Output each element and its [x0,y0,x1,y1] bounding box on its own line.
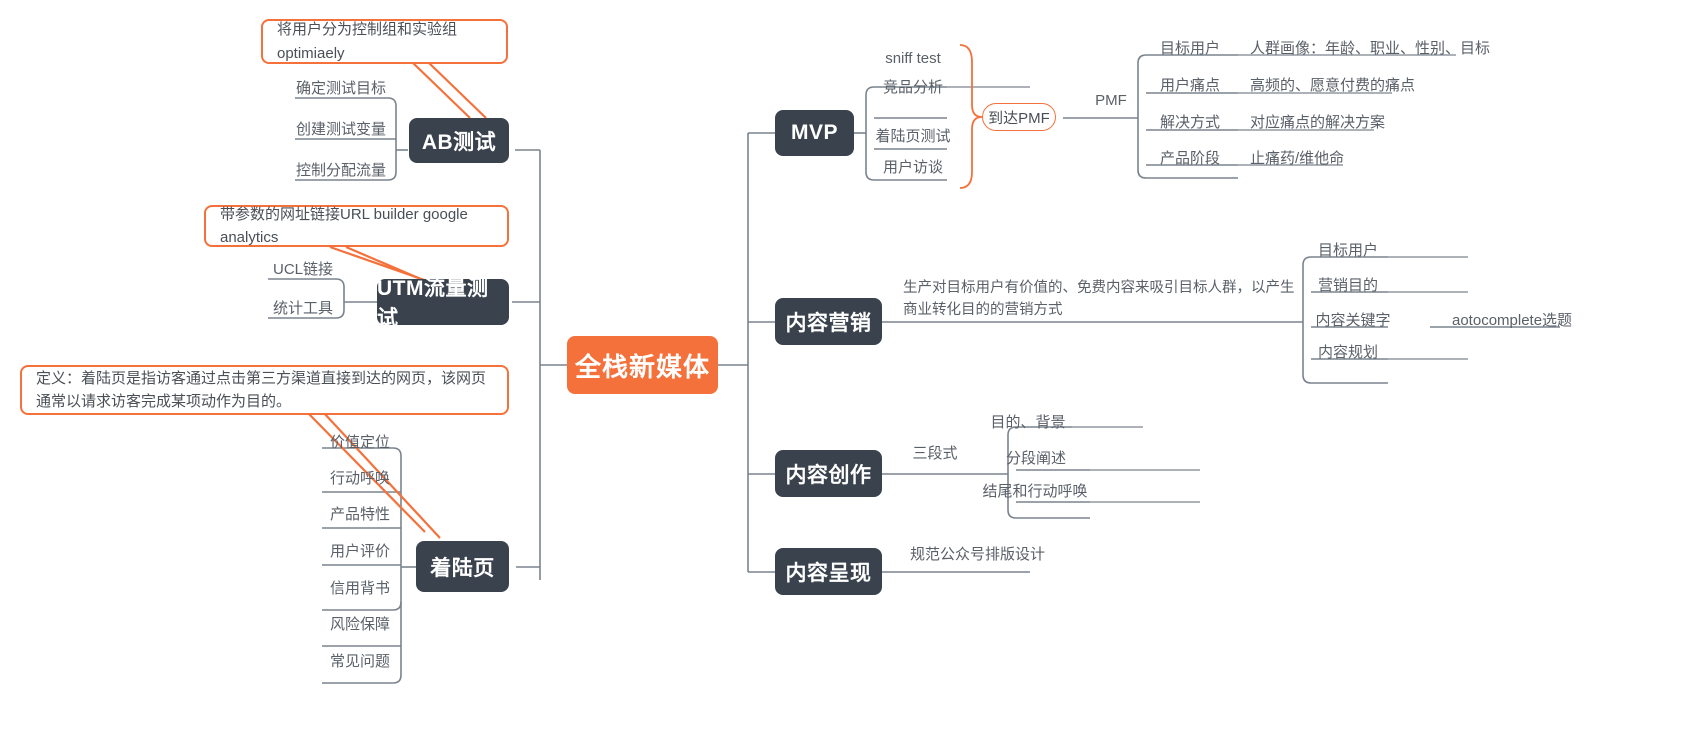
callout-ab-test: 将用户分为控制组和实验组 optimiaely [261,19,508,64]
leaf-cc-1[interactable]: 分段阐述 [985,446,1087,468]
callout-utm-text: 带参数的网址链接URL builder google analytics [220,205,468,246]
leaf-ab-test-1[interactable]: 创建测试变量 [289,117,393,139]
topic-utm[interactable]: UTM流量测试 [377,277,509,330]
pill-reach-pmf-label: 到达PMF [988,109,1050,127]
pmf-row-1-key[interactable]: 用户痛点 [1144,73,1236,95]
leaf-label: 创建测试变量 [295,120,386,138]
leaf-landing-3[interactable]: 用户评价 [320,539,400,561]
leaf-label: PMF [1095,91,1127,109]
pmf-row-3-key[interactable]: 产品阶段 [1144,146,1236,168]
leaf-label: aotocomplete选题 [1452,311,1573,329]
leaf-label: 价值定位 [329,433,390,451]
topic-ab-test-label: AB测试 [421,130,497,154]
note-content-creation: 三段式 [905,441,965,463]
leaf-cm-2[interactable]: 内容关键字 [1308,308,1398,330]
topic-mvp[interactable]: MVP [775,110,854,156]
callout-landing-page-text: 定义：着陆页是指访客通过点击第三方渠道直接到达的网页，该网页通常以请求访客完成某… [36,369,487,410]
leaf-label: 人群画像：年龄、职业、性别、目标 [1250,39,1491,57]
leaf-label: 目标用户 [1317,241,1378,259]
leaf-landing-4[interactable]: 信用背书 [320,576,400,598]
topic-content-presentation[interactable]: 内容呈现 [775,548,882,595]
note-text: 规范公众号排版设计 [910,545,1046,563]
pill-reach-pmf[interactable]: 到达PMF [982,103,1056,131]
note-text: 三段式 [912,444,958,462]
label-pmf[interactable]: PMF [1085,89,1137,111]
leaf-label: 着陆页测试 [875,127,951,145]
leaf-mvp-0[interactable]: sniff test [868,47,958,69]
leaf-label: 统计工具 [272,299,333,317]
leaf-cm-2-detail[interactable]: aotocomplete选题 [1452,308,1652,330]
callout-ab-test-text: 将用户分为控制组和实验组 optimiaely [277,21,458,62]
leaf-cm-1[interactable]: 营销目的 [1308,273,1388,295]
topic-content-presentation-label: 内容呈现 [785,561,872,585]
root-label: 全栈新媒体 [574,351,710,382]
note-content-marketing: 生产对目标用户有价值的、免费内容来吸引目标人群，以产生商业转化目的的营销方式 [903,278,1303,320]
leaf-label: UCL链接 [272,260,333,278]
callout-utm: 带参数的网址链接URL builder google analytics [204,205,509,247]
leaf-label: 常见问题 [329,652,390,670]
leaf-utm-0[interactable]: UCL链接 [263,257,343,279]
leaf-label: 行动呼唤 [329,469,390,487]
note-text: 生产对目标用户有价值的、免费内容来吸引目标人群，以产生商业转化目的的营销方式 [903,280,1295,318]
leaf-label: 高频的、愿意付费的痛点 [1250,76,1416,94]
leaf-label: 控制分配流量 [295,161,386,179]
leaf-mvp-3[interactable]: 用户访谈 [868,155,958,177]
note-content-presentation: 规范公众号排版设计 [910,542,1110,564]
callout-landing-page: 定义：着陆页是指访客通过点击第三方渠道直接到达的网页，该网页通常以请求访客完成某… [20,365,509,415]
topic-landing-page-label: 着陆页 [430,556,495,580]
topic-content-creation-label: 内容创作 [785,463,872,487]
leaf-landing-1[interactable]: 行动呼唤 [320,466,400,488]
leaf-label: 目标用户 [1159,39,1220,57]
leaf-ab-test-0[interactable]: 确定测试目标 [289,76,393,98]
leaf-label: 内容关键字 [1315,311,1391,329]
leaf-landing-2[interactable]: 产品特性 [320,502,400,524]
topic-content-marketing[interactable]: 内容营销 [775,298,882,345]
leaf-label: 用户访谈 [882,158,943,176]
leaf-landing-0[interactable]: 价值定位 [320,430,400,452]
leaf-cc-2[interactable]: 结尾和行动呼唤 [973,479,1097,501]
topic-content-creation[interactable]: 内容创作 [775,450,882,497]
leaf-mvp-1[interactable]: 竞品分析 [868,75,958,97]
leaf-label: 用户痛点 [1159,76,1220,94]
leaf-label: 解决方式 [1159,113,1220,131]
topic-landing-page[interactable]: 着陆页 [416,541,509,592]
leaf-label: 信用背书 [329,579,390,597]
leaf-label: 确定测试目标 [295,79,386,97]
leaf-label: 止痛药/维他命 [1250,149,1345,167]
topic-mvp-label: MVP [790,121,838,144]
leaf-landing-6[interactable]: 常见问题 [320,649,400,671]
pmf-row-0-value[interactable]: 人群画像：年龄、职业、性别、目标 [1250,36,1550,58]
pmf-row-0-key[interactable]: 目标用户 [1144,36,1236,58]
leaf-label: 竞品分析 [882,78,943,96]
leaf-label: 产品特性 [329,505,390,523]
leaf-label: 内容规划 [1317,343,1378,361]
leaf-cm-3[interactable]: 内容规划 [1308,340,1388,362]
root-node[interactable]: 全栈新媒体 [567,336,718,394]
leaf-label: 结尾和行动呼唤 [982,482,1088,500]
leaf-ab-test-2[interactable]: 控制分配流量 [289,158,393,180]
topic-utm-label: UTM流量测试 [377,277,489,330]
leaf-label: 营销目的 [1317,276,1378,294]
leaf-utm-1[interactable]: 统计工具 [263,296,343,318]
leaf-label: 风险保障 [329,615,390,633]
pmf-row-2-value[interactable]: 对应痛点的解决方案 [1250,110,1550,132]
pmf-row-2-key[interactable]: 解决方式 [1144,110,1236,132]
leaf-label: 目的、背景 [990,413,1066,431]
leaf-label: 对应痛点的解决方案 [1250,113,1386,131]
topic-content-marketing-label: 内容营销 [785,311,872,335]
leaf-mvp-2[interactable]: 着陆页测试 [868,124,958,146]
topic-ab-test[interactable]: AB测试 [409,118,509,163]
leaf-label: 产品阶段 [1159,149,1220,167]
leaf-cm-0[interactable]: 目标用户 [1308,238,1388,260]
leaf-cc-0[interactable]: 目的、背景 [985,410,1071,432]
leaf-label: 分段阐述 [1005,449,1066,467]
pmf-row-1-value[interactable]: 高频的、愿意付费的痛点 [1250,73,1550,95]
leaf-landing-5[interactable]: 风险保障 [320,612,400,634]
leaf-label: sniff test [885,49,941,67]
leaf-label: 用户评价 [329,542,390,560]
pmf-row-3-value[interactable]: 止痛药/维他命 [1250,146,1550,168]
